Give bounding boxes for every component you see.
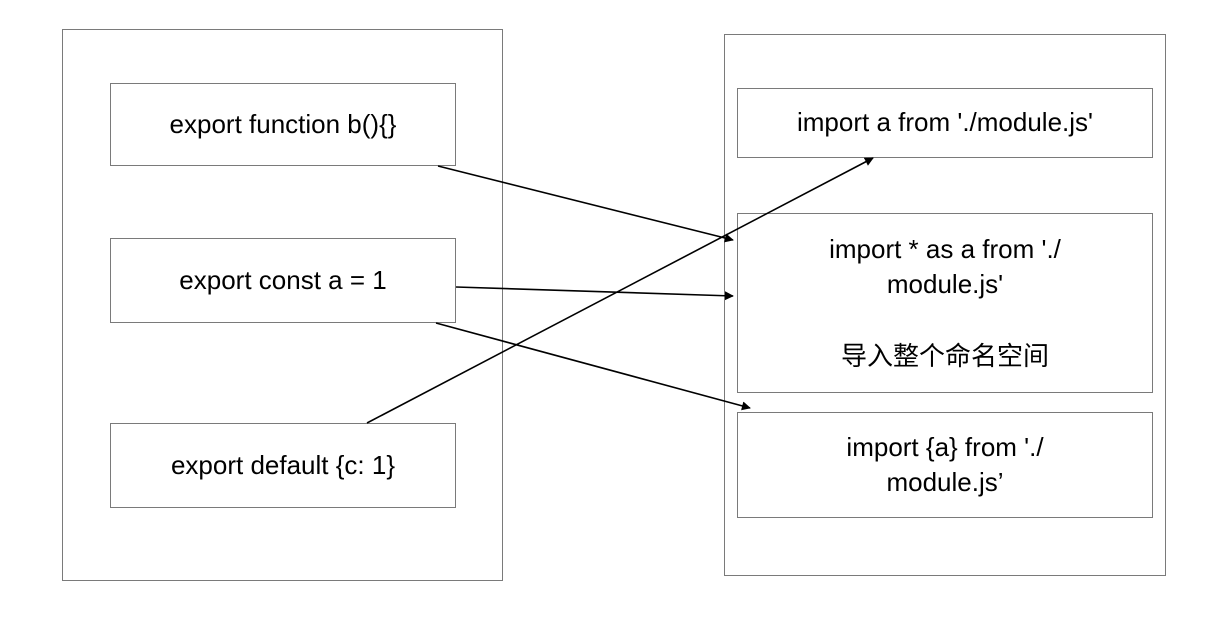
import-named-line1: import {a} from './: [846, 431, 1044, 462]
import-named-line2: module.js’: [886, 467, 1004, 497]
export-default-label: export default {c: 1}: [170, 449, 396, 480]
import-namespace-box: import * as a from './ module.js' 导入整个命名…: [737, 213, 1153, 393]
export-default-box: export default {c: 1}: [110, 423, 456, 508]
import-default-box: import a from './module.js': [737, 88, 1153, 158]
export-function-b-box: export function b(){}: [110, 83, 456, 166]
import-default-label: import a from './module.js': [796, 107, 1094, 138]
export-const-a-label: export const a = 1: [179, 264, 387, 295]
import-namespace-line1: import * as a from './: [829, 234, 1061, 265]
export-function-b-label: export function b(){}: [169, 108, 397, 139]
import-namespace-note: 导入整个命名空间: [840, 340, 1049, 371]
import-named-box: import {a} from './ module.js’: [737, 412, 1153, 518]
export-const-a-box: export const a = 1: [110, 238, 456, 323]
import-namespace-line2: module.js': [886, 269, 1004, 300]
